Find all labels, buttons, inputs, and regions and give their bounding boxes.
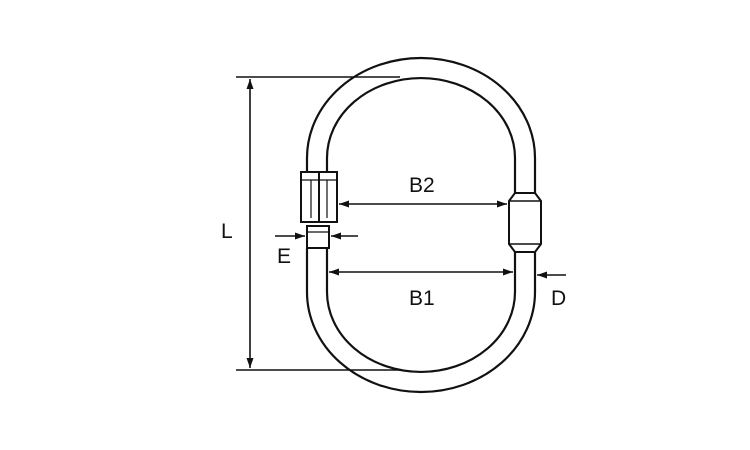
- screw-gate-nut: [300, 171, 338, 249]
- label-d: D: [551, 287, 566, 310]
- quick-link-body: [305, 56, 537, 394]
- thread-collar: [508, 192, 542, 253]
- link-outer-contour: [305, 56, 537, 394]
- label-length: L: [221, 220, 233, 243]
- label-b1: B1: [409, 287, 435, 310]
- link-inner-contour: [325, 76, 517, 374]
- dimension-length: [236, 76, 400, 371]
- label-e: E: [277, 245, 291, 268]
- label-b2: B2: [409, 174, 435, 197]
